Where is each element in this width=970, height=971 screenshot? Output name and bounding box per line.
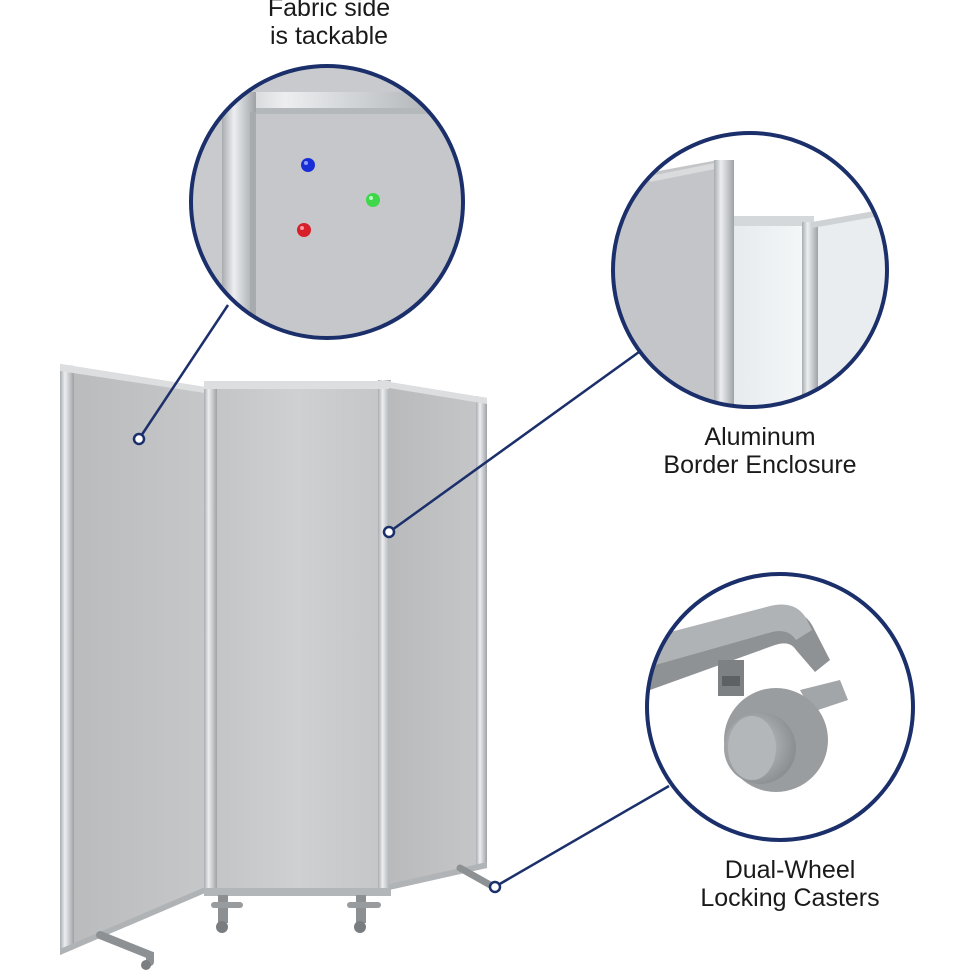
fabric-label-line1: Fabric side [267, 0, 391, 22]
red-pin-icon [297, 223, 311, 237]
partition-illustration [60, 364, 496, 970]
aluminum-callout-label: Aluminum Border Enclosure [620, 423, 900, 479]
aluminum-callout-dot [382, 525, 396, 539]
aluminum-label-line2: Border Enclosure [663, 451, 857, 479]
fabric-label-line2: is tackable [269, 22, 389, 50]
green-pin-icon [366, 193, 380, 207]
casters-callout-label: Dual-Wheel Locking Casters [660, 856, 920, 912]
aluminum-label-line1: Aluminum [704, 423, 816, 451]
blue-pin-icon [301, 158, 315, 172]
right-panel [389, 382, 496, 890]
caster-callout-dot [488, 880, 502, 894]
casters-label-line1: Dual-Wheel [724, 856, 856, 884]
fabric-callout-label: Fabric side is tackable [219, 0, 439, 50]
left-panel [60, 364, 205, 970]
fabric-callout-dot [132, 432, 146, 446]
casters-label-line2: Locking Casters [700, 884, 880, 912]
fabric-detail-callout [132, 64, 465, 446]
caster-detail-callout [488, 572, 915, 894]
middle-panel [204, 380, 391, 933]
aluminum-detail-callout [382, 131, 889, 539]
